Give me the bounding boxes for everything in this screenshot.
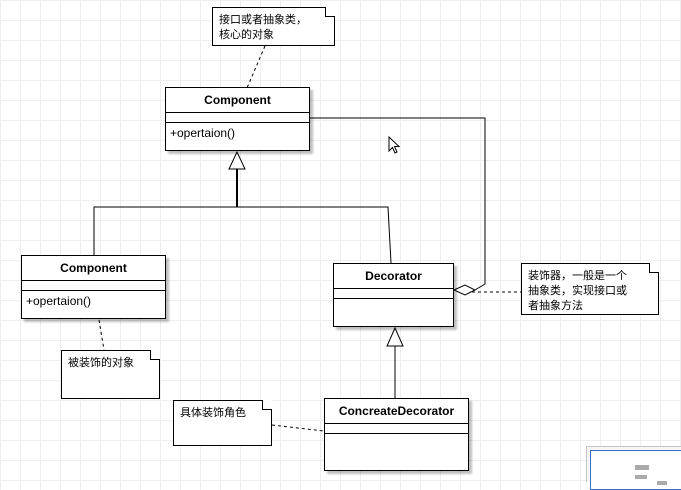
note-text-line: 抽象类，实现接口或 (528, 284, 627, 297)
note-text-line: 接口或者抽象类， (219, 13, 307, 26)
aggregation-line (310, 117, 486, 291)
note-fold-icon (649, 263, 659, 273)
note-concrete[interactable]: 具体装饰角色 (173, 400, 272, 446)
note-anchor-top (246, 45, 266, 89)
note-text-line: 被装饰的对象 (68, 356, 134, 369)
minimap-shape (635, 475, 647, 479)
class-name: Decorator (334, 264, 453, 289)
note-text-line: 装饰器，一般是一个 (528, 269, 627, 282)
note-text-line: 核心的对象 (219, 28, 274, 41)
class-name: ConcreateDecorator (325, 399, 468, 424)
class-component-top[interactable]: Component +opertaion() (165, 87, 310, 151)
overview-minimap[interactable] (586, 446, 681, 490)
note-text-line: 具体装饰角色 (180, 406, 246, 419)
note-fold-icon (325, 7, 335, 17)
class-attributes (325, 424, 468, 434)
class-name: Component (22, 256, 165, 281)
aggregation-diamond (452, 284, 477, 296)
class-name: Component (166, 88, 309, 113)
class-attributes (166, 113, 309, 123)
class-operation: +opertaion() (170, 126, 236, 140)
minimap-shape (635, 465, 649, 470)
class-operation (325, 434, 468, 458)
note-text-line: 者抽象方法 (528, 299, 583, 312)
generalization-arrowhead-decorator (386, 326, 404, 347)
class-attributes (22, 281, 165, 291)
class-attributes (334, 289, 453, 299)
class-operation (334, 299, 453, 323)
generalization-arrowhead-top (228, 150, 246, 170)
note-right[interactable]: 装饰器，一般是一个 抽象类，实现接口或 者抽象方法 (521, 263, 659, 315)
note-top[interactable]: 接口或者抽象类， 核心的对象 (212, 7, 335, 46)
note-anchor-left (98, 319, 105, 351)
class-operation: +opertaion() (26, 294, 92, 308)
class-decorator[interactable]: Decorator (333, 263, 454, 327)
note-anchor-concrete (271, 424, 325, 432)
note-left-bottom[interactable]: 被装饰的对象 (61, 350, 160, 399)
minimap-viewport[interactable] (590, 450, 681, 490)
generalization-right (237, 206, 392, 264)
note-fold-icon (150, 350, 160, 360)
class-component-left[interactable]: Component +opertaion() (21, 255, 166, 319)
mouse-pointer-icon (388, 136, 401, 154)
class-concreate-decorator[interactable]: ConcreateDecorator (324, 398, 469, 471)
note-fold-icon (262, 400, 272, 410)
generalization-left (93, 206, 237, 255)
